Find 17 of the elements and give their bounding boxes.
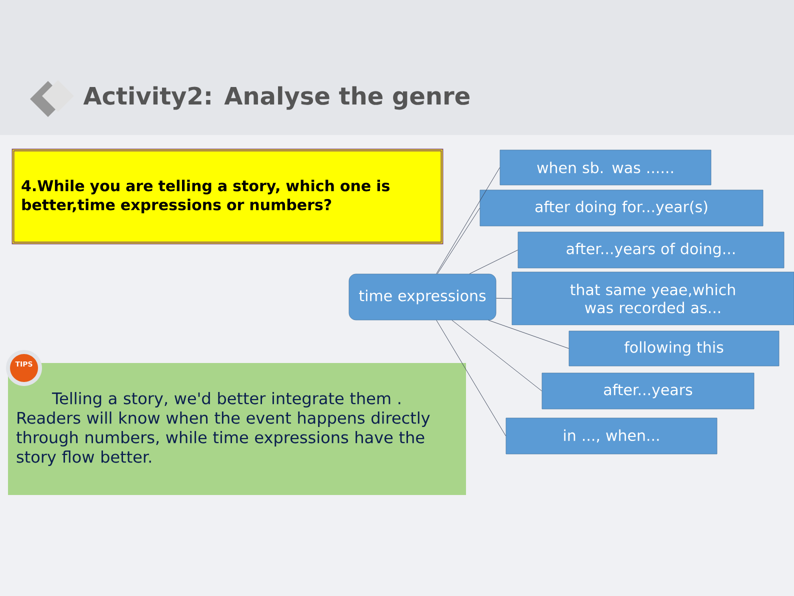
expression-box: after...years of doing...: [518, 232, 784, 268]
topic-box: time expressions: [348, 274, 496, 320]
expression-box: following this: [568, 330, 780, 366]
connector-line: [488, 320, 570, 349]
expression-box: that same yeae,which was recorded as...: [512, 272, 794, 326]
connector-line: [437, 208, 480, 274]
connector-line: [452, 320, 542, 392]
question-box: 4.While you are telling a story, which one is better,time expressions or numbers?: [12, 148, 444, 244]
expression-box: after doing for...year(s): [480, 190, 764, 226]
connector-line: [436, 320, 506, 436]
expression-box: when sb. was ......: [500, 150, 712, 186]
slide-title: Activity2: Analyse the genre: [83, 86, 470, 110]
connector-line: [496, 298, 512, 299]
connector-line: [436, 167, 500, 274]
expression-box: after...years: [542, 372, 754, 410]
connector-line: [469, 250, 518, 274]
expression-box: in ..., when...: [506, 418, 718, 454]
